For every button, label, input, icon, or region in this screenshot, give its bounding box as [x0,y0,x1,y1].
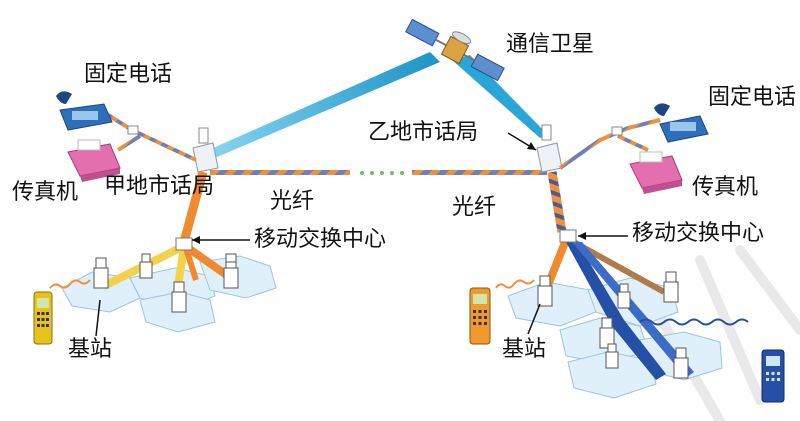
pointer-base-left [95,299,101,337]
label-fax-left: 传真机 [12,180,79,205]
cell-network-left [61,255,277,333]
label-base-left: 基站 [68,337,113,362]
wireless-link-right-a [495,279,535,289]
link-msc-base-4 [183,247,199,281]
junction-box-right [611,126,623,136]
pointer-base-right [527,303,541,335]
fax-icon-left [67,139,121,182]
label-office-a: 甲地市话局 [104,174,215,199]
label-satellite: 通信卫星 [506,32,595,57]
handset-icon-left [33,291,53,345]
satellite-beam-right [452,55,548,138]
arrowhead-msc-left [192,236,200,244]
base-station-icons-right [537,271,689,379]
fiber-gap-dots [360,171,404,175]
fiber-segment-left [210,170,350,175]
label-fiber-left: 光纤 [270,189,315,214]
base-station-icons-left [93,253,239,313]
cable-phone-left [106,113,197,162]
link-left-office-msc [179,170,208,244]
cable-fax-left [116,134,142,152]
label-office-b: 乙地市话局 [368,120,479,145]
handset-icon-right-blue [761,349,785,403]
label-fax-right: 传真机 [692,175,759,200]
link-right-msc-base-3 [566,240,666,380]
label-msc-right: 移动交换中心 [632,221,765,246]
satellite-icon [405,18,505,82]
exchange-icon-office-b [536,124,563,173]
arrowhead-msc-right [578,232,586,240]
link-right-office-msc [547,171,567,233]
exchange-icon-msc-right [559,229,577,243]
link-msc-base-3 [185,244,231,280]
phone-icon-right [654,103,709,143]
satellite-beam-left [204,52,440,160]
handset-icon-right-orange [469,287,491,345]
wireless-link-right-b [639,318,749,326]
label-base-right: 基站 [502,337,547,362]
label-fiber-right: 光纤 [452,195,497,220]
label-phone-right: 固定电话 [708,85,797,110]
exchange-icon-msc-left [175,237,193,251]
fax-icon-right [629,151,683,194]
cable-fax-right [617,134,649,152]
label-phone-left: 固定电话 [84,62,173,87]
arrowhead-office-b [527,142,536,150]
phone-icon-left [56,91,113,131]
wireless-link-left [49,279,91,289]
label-msc-left: 移动交换中心 [254,227,387,252]
exchange-icon-office-a [192,127,219,173]
junction-box-left [127,125,139,135]
fiber-segment-right [412,170,547,175]
link-right-msc-base-4 [572,242,694,378]
